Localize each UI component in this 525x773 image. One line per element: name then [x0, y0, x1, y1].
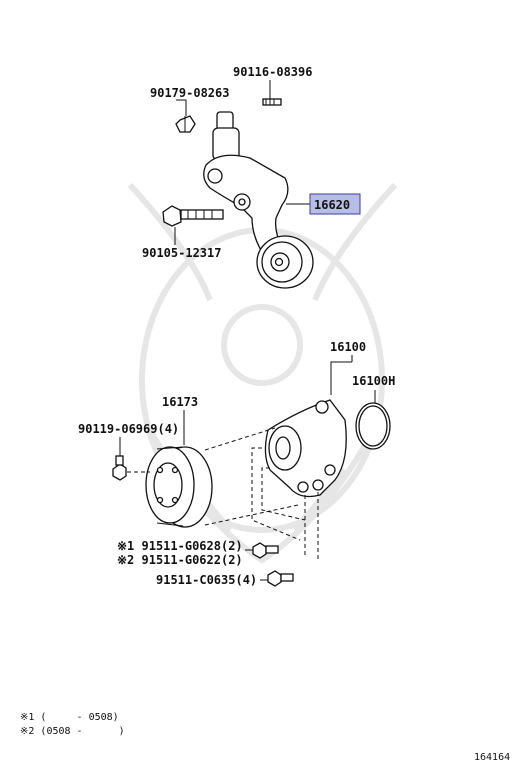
tensioner-bolt [162, 205, 224, 227]
footnote-2: ※2 (0508 - ) [20, 726, 125, 737]
tensioner-nut [175, 115, 196, 133]
pump-bolt-b [267, 570, 294, 587]
tensioner-pulley [256, 235, 314, 289]
diagram-id: 164164 [474, 752, 510, 763]
water-pump-gasket [355, 402, 391, 450]
tensioner-body [203, 111, 289, 253]
footnote-1: ※1 ( - 0508) [20, 712, 119, 723]
label-water-pump-gasket: 16100H [352, 374, 395, 388]
label-tensioner-assy: 16620 [314, 198, 350, 212]
highlight-box-16620 [309, 193, 361, 215]
label-pump-bolt-3: 91511-C0635(4) [156, 573, 257, 587]
label-tensioner-bolt: 90105-12317 [142, 246, 221, 260]
pulley-bolt [112, 455, 127, 481]
label-tensioner-nut: 90179-08263 [150, 86, 229, 100]
tensioner-stud [262, 98, 282, 106]
label-pulley: 16173 [162, 395, 198, 409]
label-pump-bolt-2: ※2 91511-G0622(2) [117, 553, 243, 567]
label-tensioner-stud: 90116-08396 [233, 65, 312, 79]
water-pump-pulley [145, 446, 213, 528]
pump-bolt-a [252, 542, 279, 559]
label-water-pump: 16100 [330, 340, 366, 354]
water-pump-body [264, 399, 347, 498]
assembly-dashed-lines [127, 427, 319, 560]
label-pump-bolt-1: ※1 91511-G0628(2) [117, 539, 243, 553]
label-pulley-bolt: 90119-06969(4) [78, 422, 179, 436]
